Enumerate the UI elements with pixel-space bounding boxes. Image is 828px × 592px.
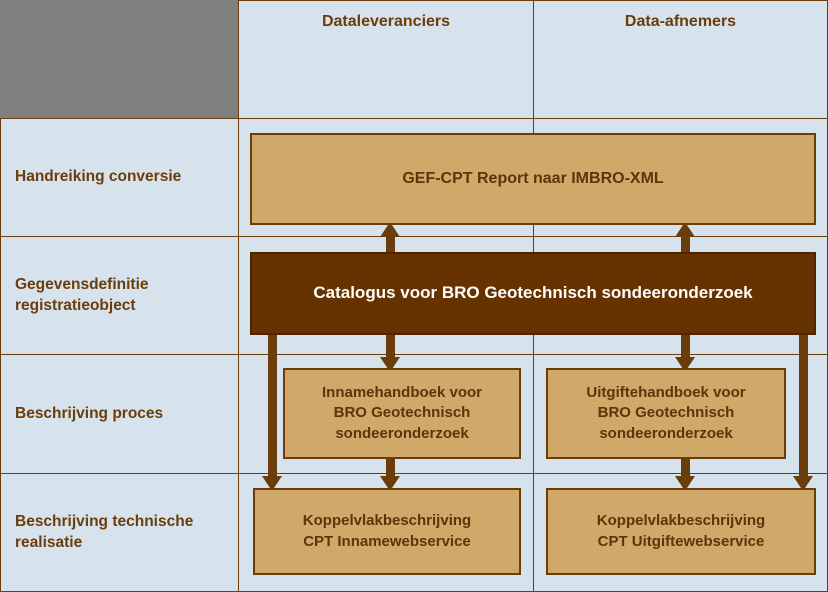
connector-catalogus-to-koppelvlak-uitgifte-direct — [793, 330, 813, 492]
row-label-text: Gegevensdefinitie registratieobject — [15, 275, 149, 314]
column-header-label: Dataleveranciers — [321, 13, 451, 30]
box-label-line-3: sondeeronderzoek — [599, 424, 733, 442]
box-catalogus[interactable]: Catalogus voor BRO Geotechnisch sondeero… — [250, 252, 816, 335]
box-label-line-1: Koppelvlakbeschrijving — [302, 512, 472, 530]
column-header-dataleveranciers: Dataleveranciers — [238, 0, 534, 119]
column-header-data-afnemers: Data-afnemers — [533, 0, 828, 119]
box-label-line-1: Innamehandboek voor — [321, 384, 483, 402]
box-label-line-3: sondeeronderzoek — [335, 424, 469, 442]
box-label-line-2: BRO Geotechnisch — [597, 404, 735, 422]
connector-catalogus-to-gef-left — [380, 222, 400, 258]
box-label: GEF-CPT Report naar IMBRO-XML — [402, 170, 664, 188]
column-header-label: Data-afnemers — [624, 13, 737, 30]
row-label-beschrijving-proces: Beschrijving proces — [0, 354, 239, 474]
box-label-line-2: BRO Geotechnisch — [333, 404, 471, 422]
row-label-text: Beschrijving proces — [15, 404, 164, 422]
box-label-line-1: Koppelvlakbeschrijving — [596, 512, 766, 530]
box-label-line-2: CPT Uitgiftewebservice — [597, 532, 765, 550]
box-koppelvlak-inname[interactable]: Koppelvlakbeschrijving CPT Innamewebserv… — [253, 488, 521, 575]
row-label-beschrijving-technische-realisatie: Beschrijving technische realisatie — [0, 473, 239, 592]
connector-catalogus-to-gef-right — [675, 222, 695, 258]
connector-innamehandboek-to-koppelvlak-inname — [380, 455, 400, 492]
box-label-line-1: Uitgiftehandboek voor — [586, 384, 746, 402]
row-label-handreiking-conversie: Handreiking conversie — [0, 118, 239, 237]
box-label: Catalogus voor BRO Geotechnisch sondeero… — [313, 283, 753, 303]
corner-block — [0, 0, 238, 119]
connector-catalogus-to-innamehandboek — [380, 330, 400, 372]
box-koppelvlak-uitgifte[interactable]: Koppelvlakbeschrijving CPT Uitgiftewebse… — [546, 488, 816, 575]
row-label-text: Handreiking conversie — [15, 168, 182, 186]
box-innamehandboek[interactable]: Innamehandboek voor BRO Geotechnisch son… — [283, 368, 521, 459]
connector-catalogus-to-koppelvlak-inname-direct — [262, 330, 282, 492]
connector-uitgiftehandboek-to-koppelvlak-uitgifte — [675, 455, 695, 492]
row-label-text: Beschrijving technische realisatie — [15, 512, 194, 551]
row-label-gegevensdefinitie-registratieobject: Gegevensdefinitie registratieobject — [0, 236, 239, 355]
box-gef-cpt-report[interactable]: GEF-CPT Report naar IMBRO-XML — [250, 133, 816, 225]
box-label-line-2: CPT Innamewebservice — [303, 532, 471, 550]
connector-catalogus-to-uitgiftehandboek — [675, 330, 695, 372]
box-uitgiftehandboek[interactable]: Uitgiftehandboek voor BRO Geotechnisch s… — [546, 368, 786, 459]
